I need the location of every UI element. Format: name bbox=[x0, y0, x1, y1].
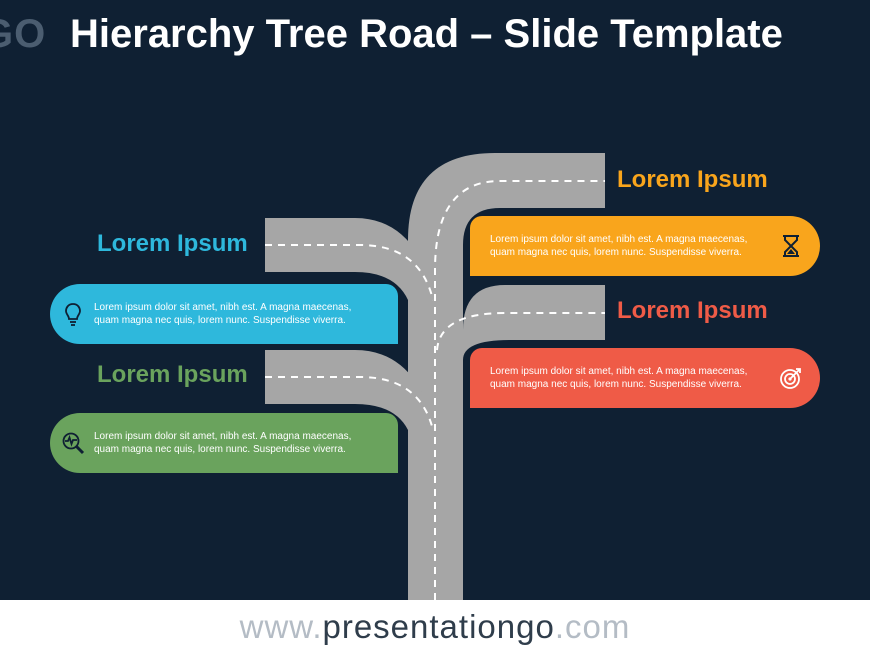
branch-4-heading: Lorem Ipsum bbox=[97, 361, 248, 388]
footer-prefix: www. bbox=[239, 607, 323, 645]
branch-2-card: Lorem ipsum dolor sit amet, nibh est. A … bbox=[50, 284, 398, 344]
branch-3-text-line-2: quam magna nec quis, lorem nunc. Suspend… bbox=[490, 379, 742, 390]
branch-2-text-line-2: quam magna nec quis, lorem nunc. Suspend… bbox=[94, 315, 346, 326]
branch-1-text-line-1: Lorem ipsum dolor sit amet, nibh est. A … bbox=[490, 234, 748, 245]
branch-3-text-line-1: Lorem ipsum dolor sit amet, nibh est. A … bbox=[490, 366, 748, 377]
branch-1-text-line-2: quam magna nec quis, lorem nunc. Suspend… bbox=[490, 247, 742, 258]
branch-4-card: Lorem ipsum dolor sit amet, nibh est. A … bbox=[50, 413, 398, 473]
footer-brand: presentationgo bbox=[322, 607, 555, 645]
branch-3-card: Lorem ipsum dolor sit amet, nibh est. A … bbox=[470, 348, 820, 408]
branch-2-heading: Lorem Ipsum bbox=[97, 230, 248, 257]
lightbulb-icon bbox=[65, 303, 81, 326]
magnifier-pulse-icon bbox=[62, 432, 85, 455]
road-marking-3 bbox=[436, 312, 605, 351]
road-branch-3 bbox=[463, 285, 605, 360]
branch-3-heading: Lorem Ipsum bbox=[617, 297, 768, 324]
branch-1-card: Lorem ipsum dolor sit amet, nibh est. A … bbox=[470, 216, 820, 276]
road-diagram bbox=[265, 153, 605, 600]
footer-website[interactable]: www.presentationgo.com bbox=[0, 600, 870, 653]
branch-1-heading: Lorem Ipsum bbox=[617, 166, 768, 193]
logo-mark: GO bbox=[0, 12, 47, 56]
slide-title: Hierarchy Tree Road – Slide Template bbox=[70, 12, 783, 56]
branch-3-text: Lorem ipsum dolor sit amet, nibh est. A … bbox=[490, 365, 747, 391]
branch-2-text: Lorem ipsum dolor sit amet, nibh est. A … bbox=[94, 301, 351, 327]
branch-4-text-line-1: Lorem ipsum dolor sit amet, nibh est. A … bbox=[94, 431, 352, 442]
target-icon bbox=[780, 368, 801, 389]
branch-1-text: Lorem ipsum dolor sit amet, nibh est. A … bbox=[490, 233, 747, 259]
hourglass-icon bbox=[783, 235, 799, 257]
road-marking-2 bbox=[265, 244, 434, 301]
road-branch-1 bbox=[408, 153, 605, 290]
branch-2-text-line-1: Lorem ipsum dolor sit amet, nibh est. A … bbox=[94, 302, 352, 313]
road-marking-1 bbox=[434, 180, 605, 600]
branch-4-text: Lorem ipsum dolor sit amet, nibh est. A … bbox=[94, 430, 351, 456]
footer-suffix: .com bbox=[554, 607, 631, 645]
slide: GO Hierarchy Tree Road – Slide Template … bbox=[0, 0, 870, 600]
branch-4-text-line-2: quam magna nec quis, lorem nunc. Suspend… bbox=[94, 444, 346, 455]
road-markings bbox=[265, 180, 605, 600]
